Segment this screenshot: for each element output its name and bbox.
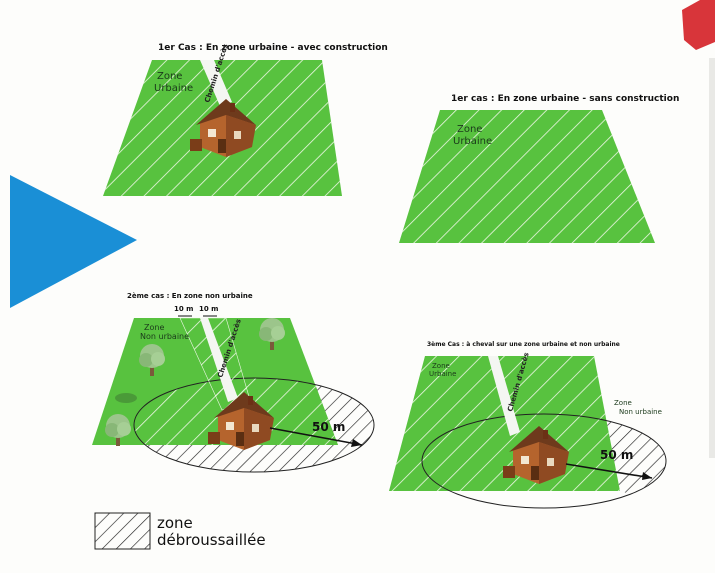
- case2-zone-label-2: Non urbaine: [140, 332, 189, 341]
- case3-access-road: [488, 356, 520, 436]
- case3-zone-rural-1: Zone: [614, 399, 632, 407]
- case2-zone-label-1: Zone: [144, 323, 164, 332]
- case2-width-right: 10 m: [199, 305, 218, 313]
- legend-line-1: zone: [157, 514, 193, 532]
- case1a-caption: 1er Cas : En zone urbaine - avec constru…: [158, 43, 388, 53]
- case1b-caption: 1er cas : En zone urbaine - sans constru…: [451, 94, 679, 104]
- pointer-triangle-icon: [10, 175, 137, 308]
- legend-swatch: [94, 512, 151, 550]
- case2-radius-label: 50 m: [312, 420, 345, 434]
- case1a-zone-label-2: Urbaine: [154, 83, 193, 94]
- case3-caption: 3ème Cas : à cheval sur une zone urbaine…: [427, 341, 620, 348]
- case3-radius-arrow: [565, 463, 653, 479]
- case3-zone-rural-2: Non urbaine: [619, 408, 662, 416]
- case2-access-road: [200, 318, 238, 402]
- case1b-zone-label-1: Zone: [457, 124, 482, 135]
- case3-zone-urban-2: Urbaine: [429, 370, 456, 378]
- legend-line-2: débroussaillée: [157, 531, 266, 549]
- case1b-zone-label-2: Urbaine: [453, 136, 492, 147]
- red-arrow-icon: [682, 0, 715, 50]
- page-edge: [709, 58, 715, 458]
- bush-icon: [115, 393, 137, 403]
- case1a-zone-label-1: Zone: [157, 71, 182, 82]
- case1a-access-road: [200, 60, 232, 106]
- case3-radius-label: 50 m: [600, 448, 633, 462]
- case2-width-left: 10 m: [174, 305, 193, 313]
- legend-label: zone débroussaillée: [157, 515, 266, 549]
- case2-caption: 2ème cas : En zone non urbaine: [127, 292, 253, 300]
- case2-radius-arrow: [269, 427, 363, 446]
- case3-zone-urban-1: Zone: [432, 362, 450, 370]
